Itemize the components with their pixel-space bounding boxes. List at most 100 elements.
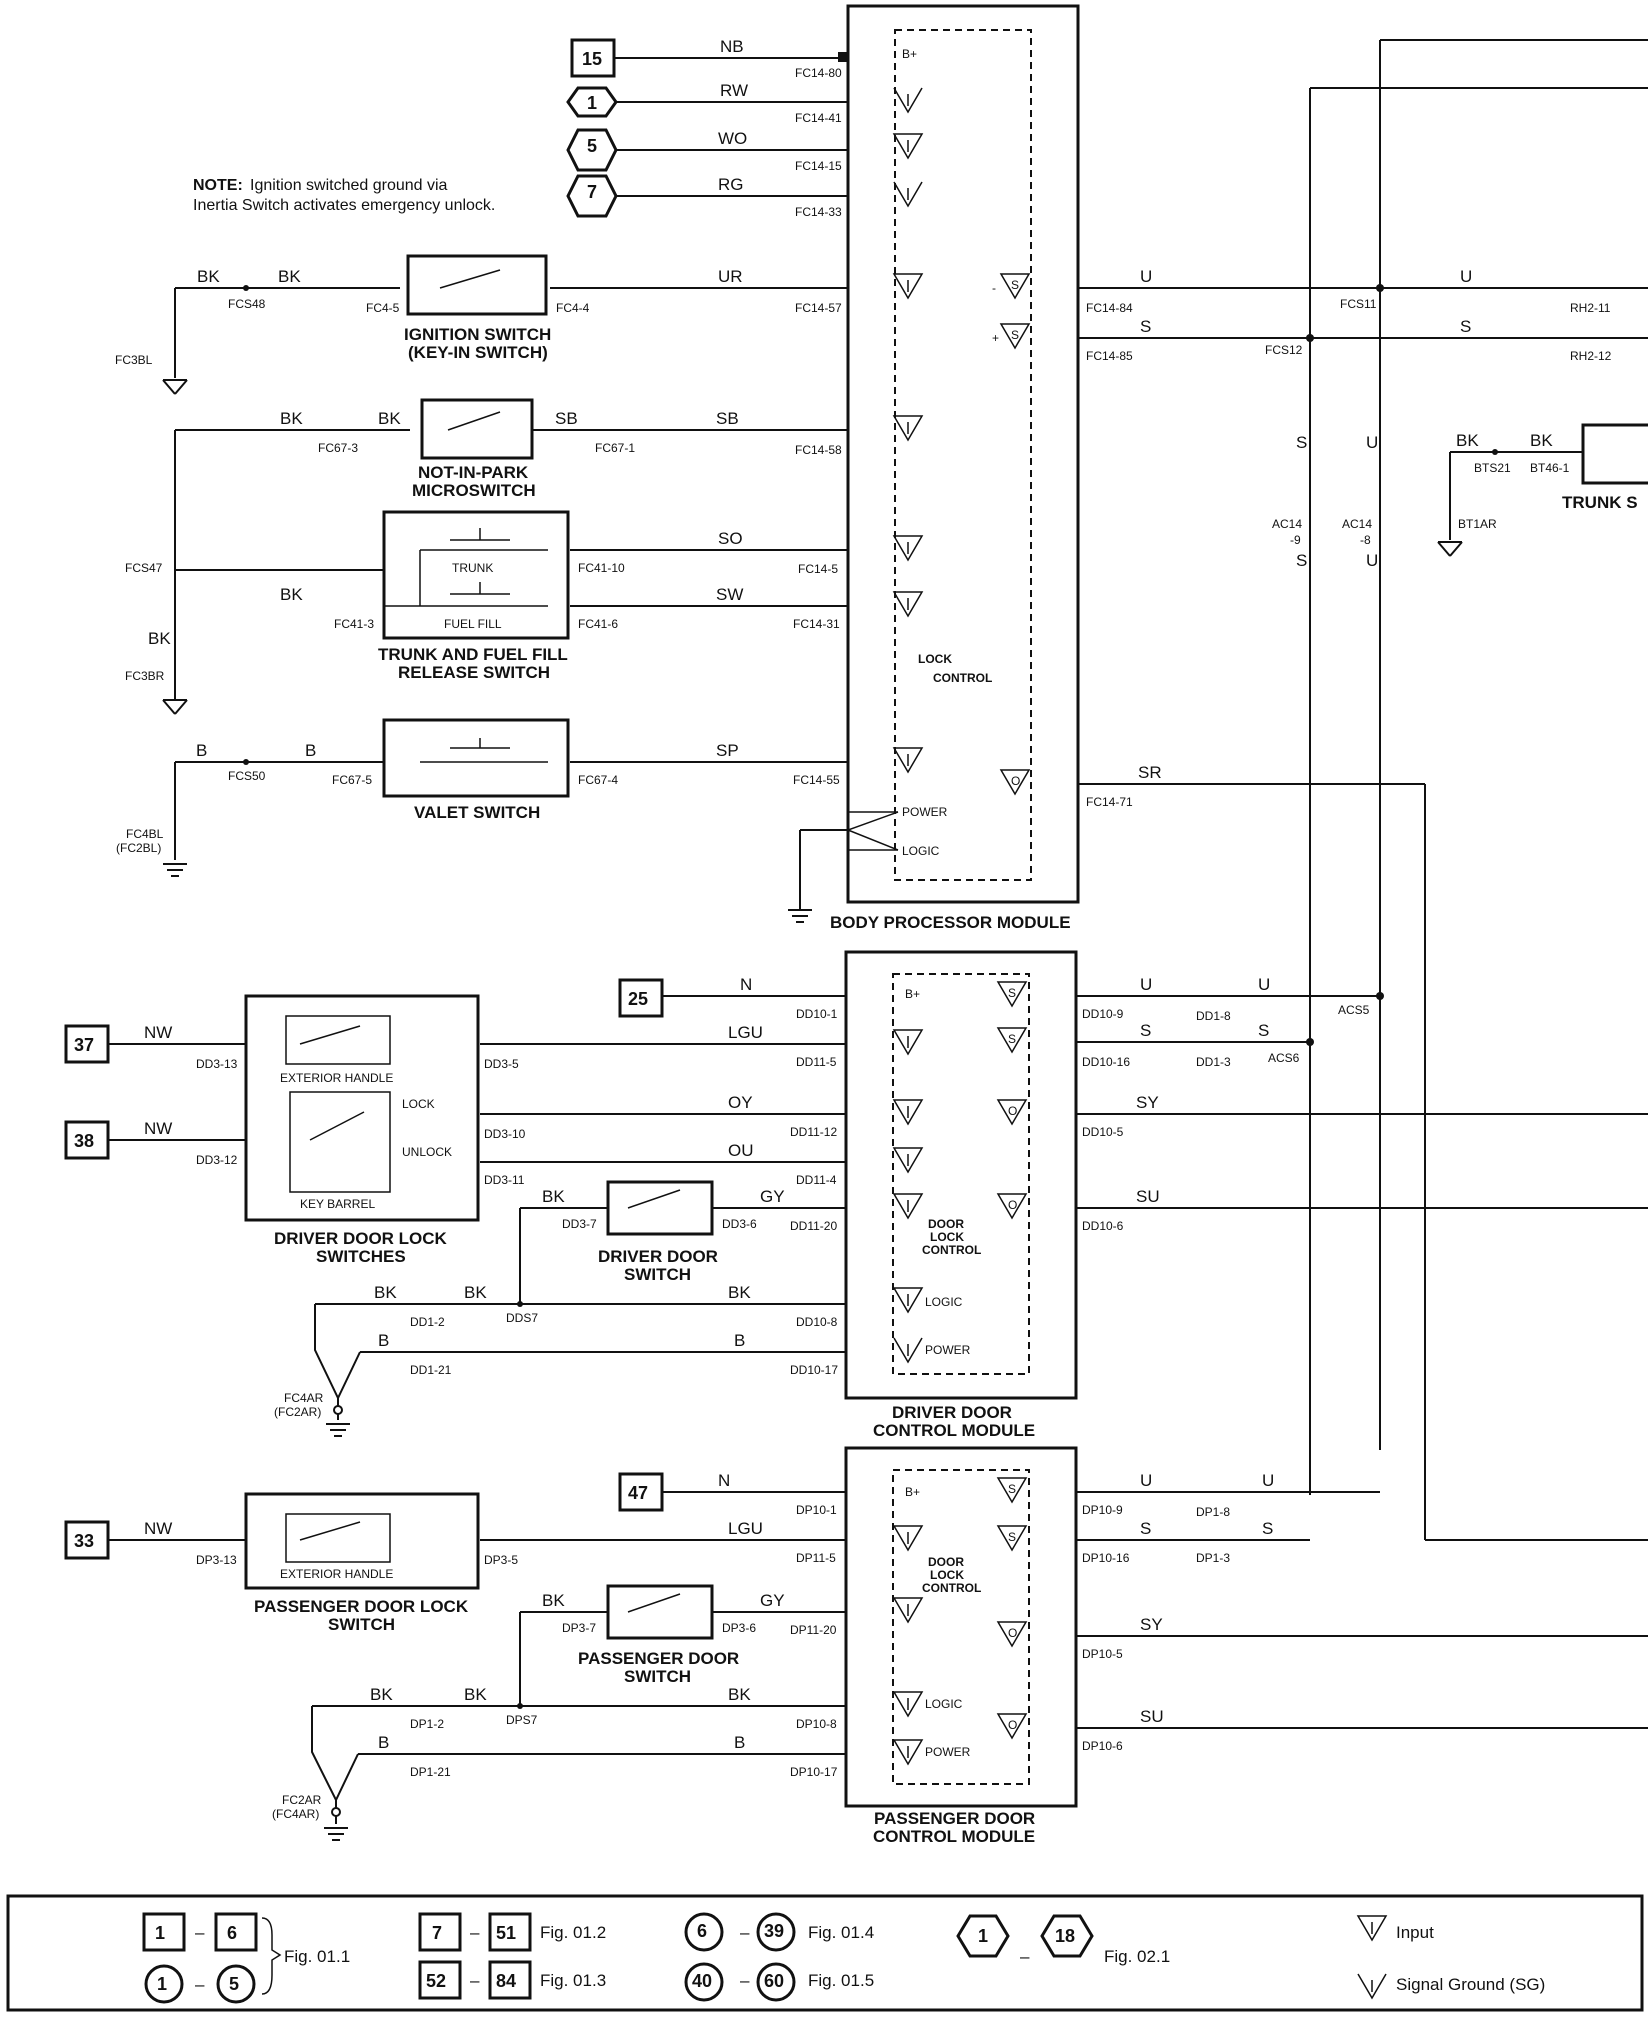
pdcm-inner-2: LOCK (930, 1568, 964, 1582)
conn-FC14-31: FC14-31 (793, 617, 840, 631)
bpm-outputs: - + U U S S FC14-84 FC14-85 FCS11 FCS12 … (992, 39, 1648, 1541)
legend-b2: 51 (496, 1923, 516, 1943)
dds-title-1: DRIVER DOOR (598, 1247, 718, 1266)
legend-b1: 7 (432, 1923, 442, 1943)
conn-DD10-6: DD10-6 (1082, 1219, 1124, 1233)
conn-DD10-9: DD10-9 (1082, 1007, 1124, 1021)
conn-DD10-17: DD10-17 (790, 1363, 838, 1377)
wire-BK-nip1: BK (280, 409, 303, 428)
conn-BT1AR: BT1AR (1458, 517, 1497, 531)
pds-title-1: PASSENGER DOOR (578, 1649, 739, 1668)
legend-a1: 1 (155, 1923, 165, 1943)
conn-DP10-6: DP10-6 (1082, 1739, 1123, 1753)
pdcm-title-2: CONTROL MODULE (873, 1827, 1035, 1846)
wire-SB: SB (716, 409, 739, 428)
conn-DD11-12: DD11-12 (790, 1125, 837, 1139)
ddcm-inner-1: DOOR (928, 1217, 964, 1231)
legend-dash-c: – (470, 1971, 480, 1990)
wire-BK-dp-g1: BK (370, 1685, 393, 1704)
wire-GY-dp: GY (760, 1591, 785, 1610)
pls-title-2: SWITCH (328, 1615, 395, 1634)
ref-7: 7 (587, 182, 597, 202)
legend-dash-f: – (1020, 1947, 1030, 1966)
wire-S-2: S (1460, 317, 1471, 336)
ref-25: 25 (628, 989, 648, 1009)
pds-title-2: SWITCH (624, 1667, 691, 1686)
legend-dash-a: – (195, 1923, 205, 1942)
legend-dash-e: – (740, 1971, 750, 1990)
conn-RH2-11: RH2-11 (1570, 301, 1611, 315)
conn-AC14-8b: -8 (1360, 533, 1371, 547)
bpm-inputs: 15 NB FC14-80 1 RW FC14-41 5 WO FC14-15 … (550, 37, 923, 923)
wire-BK-tf: BK (280, 585, 303, 604)
legend-input: Input (1396, 1923, 1434, 1942)
conn-FC2AR: FC2AR (282, 1793, 322, 1807)
wire-S-v1: S (1296, 433, 1307, 452)
pls-title-1: PASSENGER DOOR LOCK (254, 1597, 469, 1616)
legend-dash-d: – (740, 1923, 750, 1942)
wire-S-dp1: S (1140, 1519, 1151, 1538)
ref-47: 47 (628, 1483, 648, 1503)
nip-title-2: MICROSWITCH (412, 481, 536, 500)
conn-DD11-20: DD11-20 (790, 1219, 837, 1233)
wire-BK-nip2: BK (378, 409, 401, 428)
note-line1: Ignition switched ground via (250, 177, 448, 194)
conn-FC14-33: FC14-33 (795, 205, 842, 219)
lock-label: LOCK (402, 1097, 435, 1111)
conn-FC14-80: FC14-80 (795, 66, 842, 80)
conn-DD1-21: DD1-21 (410, 1363, 452, 1377)
wire-BK-ign2: BK (278, 267, 301, 286)
conn-FC67-4: FC67-4 (578, 773, 618, 787)
valet-title: VALET SWITCH (414, 803, 540, 822)
ddcm-title-2: CONTROL MODULE (873, 1421, 1035, 1440)
ddcm-inner-2: LOCK (930, 1230, 964, 1244)
body-processor-module: LOCK CONTROL BODY PROCESSOR MODULE B+ PO… (830, 4, 1080, 932)
legend-e1: 40 (692, 1971, 712, 1991)
exterior-handle-label-p: EXTERIOR HANDLE (280, 1567, 393, 1581)
wire-SY-dp: SY (1140, 1615, 1163, 1634)
wire-BK-pds: BK (542, 1591, 565, 1610)
legend-d1: 6 (697, 1921, 707, 1941)
ddcm-logic: LOGIC (925, 1295, 963, 1309)
conn-AC14-9a: AC14 (1272, 517, 1302, 531)
legend-a3: 1 (157, 1974, 167, 1994)
wire-U-2: U (1460, 267, 1472, 286)
ref-5: 5 (587, 136, 597, 156)
wire-S-dd2: S (1258, 1021, 1269, 1040)
conn-DD11-5: DD11-5 (796, 1055, 837, 1069)
ignition-title-2: (KEY-IN SWITCH) (408, 343, 548, 362)
conn-DP10-17: DP10-17 (790, 1765, 838, 1779)
wire-U-dd1: U (1140, 975, 1152, 994)
wire-S-v2: S (1296, 551, 1307, 570)
driver-door-control-module: DOOR LOCK CONTROL B+ LOGIC POWER DRIVER … (315, 950, 1648, 1440)
wire-BK-dds: BK (542, 1187, 565, 1206)
conn-FC67-5: FC67-5 (332, 773, 372, 787)
wire-BK-tr2: BK (1530, 431, 1553, 450)
wire-U-dp2: U (1262, 1471, 1274, 1490)
conn-DP1-3: DP1-3 (1196, 1551, 1230, 1565)
conn-FC67-1: FC67-1 (595, 441, 635, 455)
wire-SB-nip: SB (555, 409, 578, 428)
legend: 1 – 6 1 – 5 Fig. 01.1 7 – 51 Fig. 01.2 5… (6, 1894, 1644, 2012)
ref-15: 15 (582, 49, 602, 69)
wire-BK-dd-g2: BK (464, 1283, 487, 1302)
wire-OU: OU (728, 1141, 754, 1160)
wire-B-dp-g: B (378, 1733, 389, 1752)
legend-f2: 18 (1055, 1926, 1075, 1946)
wire-LGU-dd: LGU (728, 1023, 763, 1042)
conn-DD10-16: DD10-16 (1082, 1055, 1130, 1069)
pdcm-inner-3: CONTROL (922, 1581, 981, 1595)
valet-switch: B B FCS50 FC67-5 FC67-4 FC4BL (FC2BL) VA… (116, 718, 618, 877)
not-in-park-switch: BK BK SB FC67-3 FC67-1 NOT-IN-PARK MICRO… (174, 398, 635, 668)
conn-FC4-4: FC4-4 (556, 301, 590, 315)
conn-DP1-21: DP1-21 (410, 1765, 451, 1779)
conn-FC41-10: FC41-10 (578, 561, 625, 575)
legend-a4: 5 (229, 1974, 239, 1994)
bpm-power: POWER (902, 805, 948, 819)
wire-NB: NB (720, 37, 744, 56)
conn-DP1-8: DP1-8 (1196, 1505, 1230, 1519)
conn-DP3-13: DP3-13 (196, 1553, 237, 1567)
conn-BTS21: BTS21 (1474, 461, 1511, 475)
conn-DP10-5: DP10-5 (1082, 1647, 1123, 1661)
